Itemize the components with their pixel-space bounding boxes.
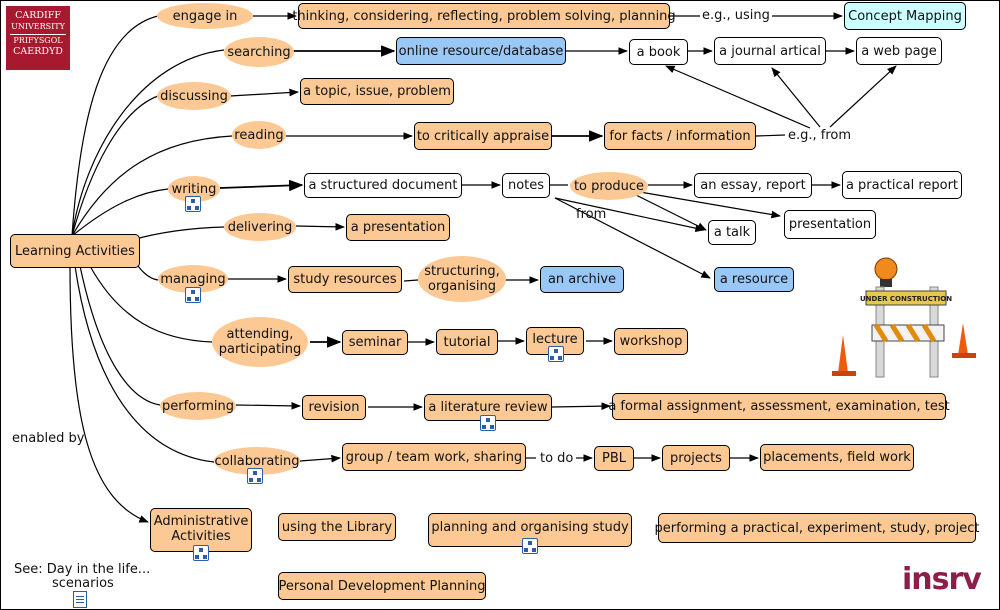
node-pdp[interactable]: Personal Development Planning [278,572,486,600]
node-learning-activities[interactable]: Learning Activities [10,234,140,268]
under-construction-illustration: UNDER CONSTRUCTION [832,257,976,378]
node-pbl[interactable]: PBL [594,446,634,471]
node-using-library[interactable]: using the Library [278,513,396,541]
node-discussing[interactable]: discussing [157,82,231,110]
node-to-produce[interactable]: to produce [570,172,648,200]
node-facts[interactable]: for facts / information [604,122,756,150]
node-managing[interactable]: managing [158,265,228,293]
node-topic[interactable]: a topic, issue, problem [300,78,454,105]
submap-icon[interactable] [247,468,263,484]
node-an-archive[interactable]: an archive [540,266,624,293]
label-eg-using: e.g., using [702,8,770,23]
node-group-work[interactable]: group / team work, sharing [342,443,526,471]
node-study-resources[interactable]: study resources [288,266,402,293]
node-journal[interactable]: a journal artical [714,37,826,65]
node-revision[interactable]: revision [302,395,366,420]
node-performing-practical[interactable]: performing a practical, experiment, stud… [654,513,980,543]
node-delivering[interactable]: delivering [224,213,296,241]
node-online-resource[interactable]: online resource/database [396,37,566,65]
node-literature-review[interactable]: a literature review [424,394,552,421]
node-web-page[interactable]: a web page [856,37,942,65]
node-lecture[interactable]: lecture [526,327,584,355]
node-tutorial[interactable]: tutorial [436,329,498,355]
node-structured-document[interactable]: a structured document [304,173,462,198]
node-workshop[interactable]: workshop [614,328,688,355]
cardiff-university-logo: CARDIFF UNIVERSITY PRIFYSGOL CAERDYD [6,6,70,70]
node-essay[interactable]: an essay, report [694,173,812,198]
submap-icon[interactable] [193,545,209,561]
submap-icon[interactable] [522,538,538,554]
node-projects[interactable]: projects [662,445,730,471]
node-a-resource[interactable]: a resource [714,267,794,292]
node-presentation[interactable]: presentation [784,210,876,239]
node-searching[interactable]: searching [224,37,294,67]
submap-icon[interactable] [548,346,564,362]
node-attending-participating[interactable]: attending,participating [212,317,308,367]
node-structuring-organising[interactable]: structuring,organising [418,256,506,302]
label-enabled-by: enabled by [12,431,85,446]
node-engage-in[interactable]: engage in [157,3,253,29]
insrv-logo: insrv [902,562,982,597]
svg-text:UNDER CONSTRUCTION: UNDER CONSTRUCTION [860,295,952,303]
submap-icon[interactable] [185,196,201,212]
label-see-scenarios-2: scenarios [52,576,114,591]
label-eg-from: e.g., from [788,128,852,143]
label-to-do: to do [540,451,574,466]
node-a-talk[interactable]: a talk [708,220,756,245]
node-writing[interactable]: writing [168,176,220,202]
submap-icon[interactable] [185,287,201,303]
node-critically-appraise[interactable]: to critically appraise [414,122,552,150]
node-performing[interactable]: performing [160,392,236,420]
node-seminar[interactable]: seminar [342,330,408,355]
node-practical-report[interactable]: a practical report [842,171,962,199]
submap-icon[interactable] [480,415,496,431]
node-concept-mapping[interactable]: Concept Mapping [844,2,966,30]
node-formal-assignment[interactable]: a formal assignment, assessment, examina… [608,393,950,420]
node-reading[interactable]: reading [232,121,286,149]
label-from: from [576,207,607,222]
label-see-scenarios-1: See: Day in the life... [14,562,151,577]
node-a-presentation[interactable]: a presentation [346,214,450,241]
node-thinking[interactable]: thinking, considering, reflecting, probl… [292,3,676,29]
node-notes[interactable]: notes [502,173,550,198]
node-a-book[interactable]: a book [629,39,688,65]
document-icon[interactable] [73,591,87,608]
node-placements[interactable]: placements, field work [760,444,914,471]
